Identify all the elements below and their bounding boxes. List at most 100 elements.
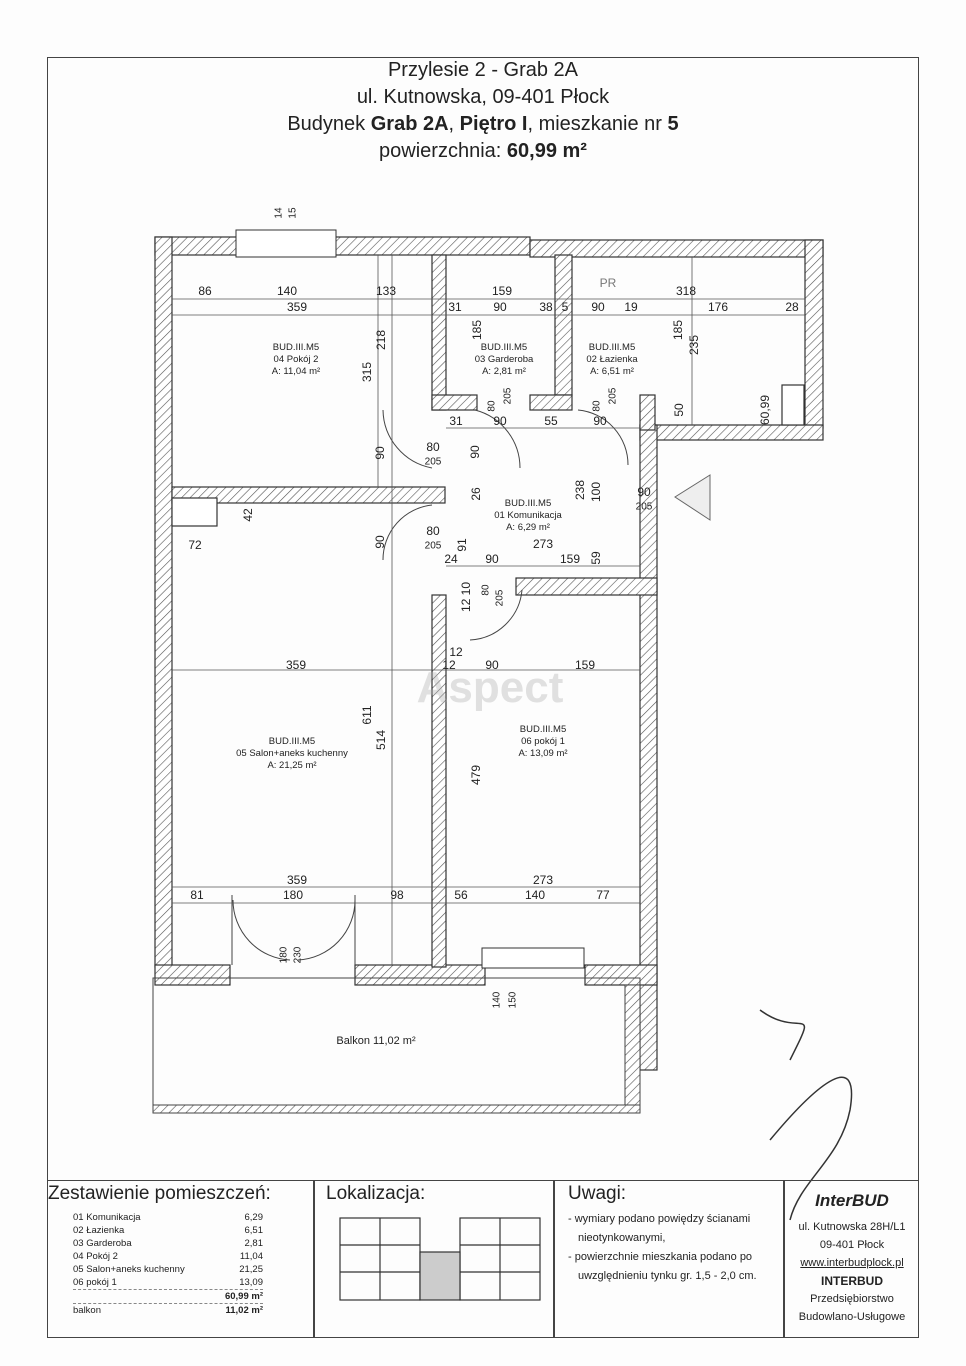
dim: 77 xyxy=(596,888,610,902)
dim: 80 xyxy=(426,524,440,538)
dim: 90 xyxy=(485,552,499,566)
dim: 90 xyxy=(493,300,507,314)
dim: 12 10 xyxy=(459,581,473,613)
note-item: - powierzchnie mieszkania podano po xyxy=(568,1251,753,1263)
dim: 176 xyxy=(707,300,729,314)
notes-title: Uwagi: xyxy=(568,1183,627,1204)
dim: 90 xyxy=(373,535,387,549)
dim: 31 xyxy=(448,300,462,314)
legend-section xyxy=(47,1180,919,1339)
building-line: Budynek Grab 2A, Piętro I, mieszkanie nr… xyxy=(287,113,679,135)
dim: 133 xyxy=(375,284,397,298)
address-line: ul. Kutnowska, 09-401 Płock xyxy=(356,86,610,108)
dimension-lines xyxy=(172,255,805,965)
dim: 14 xyxy=(273,207,285,219)
company-info: InterBUD ul. Kutnowska 28H/L1 09-401 Pło… xyxy=(785,1192,919,1326)
dim: 15 xyxy=(287,207,299,219)
dim: 318 xyxy=(675,284,697,298)
dim: 59 xyxy=(589,551,603,565)
dim: 12 xyxy=(442,658,456,672)
dim: 180 xyxy=(278,946,290,964)
dim: 80 xyxy=(486,400,498,412)
watermark: Aspect xyxy=(416,663,564,712)
dim: 55 xyxy=(544,414,558,428)
note-item: - wymiary podano powiędzy ścianami xyxy=(568,1213,751,1225)
dim: 205 xyxy=(607,387,619,405)
dim: 12 xyxy=(449,645,463,659)
dim: 205 xyxy=(502,387,514,405)
dim: 50 xyxy=(672,403,686,417)
area-line: powierzchnia: 60,99 m² xyxy=(379,140,587,162)
signature xyxy=(759,1009,853,1221)
dim: 159 xyxy=(491,284,513,298)
dim: 5 xyxy=(561,300,569,314)
dim: 185 xyxy=(671,319,685,341)
dim: 98 xyxy=(390,888,404,902)
dim: 80 xyxy=(591,400,603,412)
dim: 72 xyxy=(188,538,202,552)
dim: 273 xyxy=(532,873,554,887)
dim: 205 xyxy=(635,501,653,513)
dim: 218 xyxy=(374,329,388,351)
dim: 80 xyxy=(480,584,492,596)
dim: 150 xyxy=(507,991,519,1009)
location-title: Lokalizacja: xyxy=(326,1183,426,1204)
company-city: 09-401 Płock xyxy=(819,1239,885,1251)
dim: 185 xyxy=(470,319,484,341)
pr-label: PR xyxy=(599,276,617,290)
dim: 19 xyxy=(624,300,638,314)
dim: 611 xyxy=(360,705,374,725)
company-logo: InterBUD xyxy=(815,1191,889,1210)
total-row: 60,99 m² xyxy=(73,1290,263,1304)
note-item: nieotynkowanymi, xyxy=(578,1232,666,1244)
dim: 42 xyxy=(241,508,255,522)
dim: 230 xyxy=(292,946,304,964)
dim: 80 xyxy=(426,440,440,454)
dim: 90 xyxy=(637,485,651,499)
dim: 90 xyxy=(493,414,507,428)
balcony-outline xyxy=(152,977,641,1114)
dim: 205 xyxy=(494,589,506,607)
dim: 238 xyxy=(573,479,587,501)
notes-list: - wymiary podano powiędzy ścianami nieot… xyxy=(568,1210,757,1286)
dim: 90 xyxy=(468,445,482,459)
dim: 56 xyxy=(454,888,468,902)
dim: 90 xyxy=(373,446,387,460)
dim: 86 xyxy=(198,284,212,298)
dim: 315 xyxy=(360,361,374,383)
dim: 90 xyxy=(485,658,499,672)
dim: 90 xyxy=(591,300,605,314)
company-address: ul. Kutnowska 28H/L1 xyxy=(798,1221,906,1233)
dim: 81 xyxy=(190,888,204,902)
dim: 140 xyxy=(276,284,298,298)
company-website-link[interactable]: www.interbudplock.pl xyxy=(800,1257,904,1269)
company-desc: Budowlano-Usługowe xyxy=(798,1311,906,1323)
divider xyxy=(553,1180,555,1338)
dim: 514 xyxy=(374,729,388,751)
dim: 91 xyxy=(455,538,469,552)
dim: 205 xyxy=(424,540,442,552)
dim: 38 xyxy=(539,300,553,314)
dim: 140 xyxy=(491,991,503,1009)
north-arrow-icon xyxy=(674,474,711,521)
dim: 235 xyxy=(687,334,701,356)
page-frame xyxy=(47,57,919,1338)
dim: 26 xyxy=(469,487,483,501)
windows xyxy=(235,229,585,969)
dim: 359 xyxy=(285,658,307,672)
company-desc: Przedsiębiorstwo xyxy=(810,1293,894,1305)
